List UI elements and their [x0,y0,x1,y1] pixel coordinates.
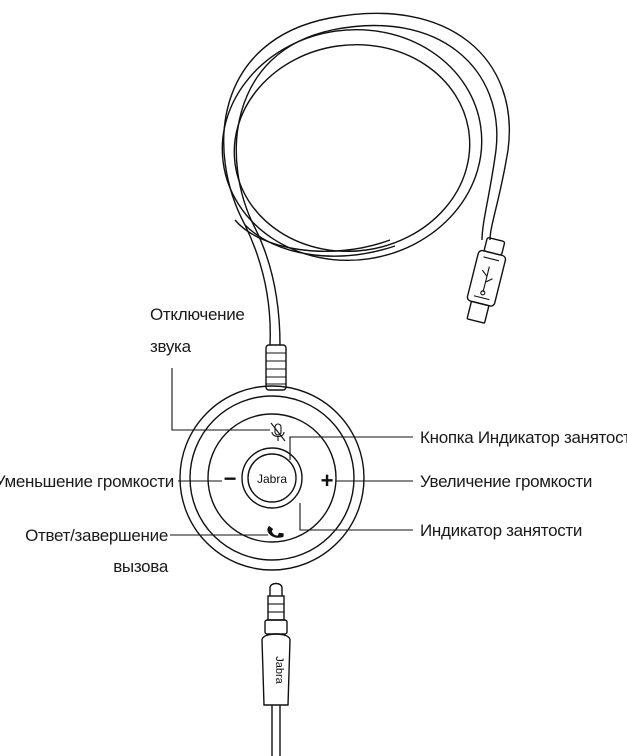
plug-brand-label: Jabra [273,656,285,684]
cable-coil [221,12,510,346]
usb-connector [466,237,507,324]
center-brand-label: Jabra [257,472,287,486]
volume-up-button[interactable]: + [321,468,334,493]
usb-icon [480,266,493,296]
mute-mic-icon[interactable] [270,422,286,442]
label-answer-end-line1: Ответ/завершение [25,526,168,545]
busylight-button[interactable] [241,447,303,509]
volume-down-button[interactable]: − [224,466,237,491]
leader-lines [170,368,413,536]
label-busylight-indicator: Индикатор занятости [420,521,582,540]
audio-plug [261,582,291,756]
controller-body [179,385,365,571]
label-answer-end-line2: вызова [113,557,169,576]
label-busylight-button: Кнопка Индикатор занятости [420,428,627,447]
label-mute-line2: звука [150,337,192,356]
label-volume-up: Увеличение громкости [420,472,592,491]
label-mute-line1: Отключение [150,305,245,324]
strain-relief-top [265,344,287,391]
label-volume-down: Уменьшение громкости [0,472,174,491]
phone-icon[interactable] [265,521,285,542]
